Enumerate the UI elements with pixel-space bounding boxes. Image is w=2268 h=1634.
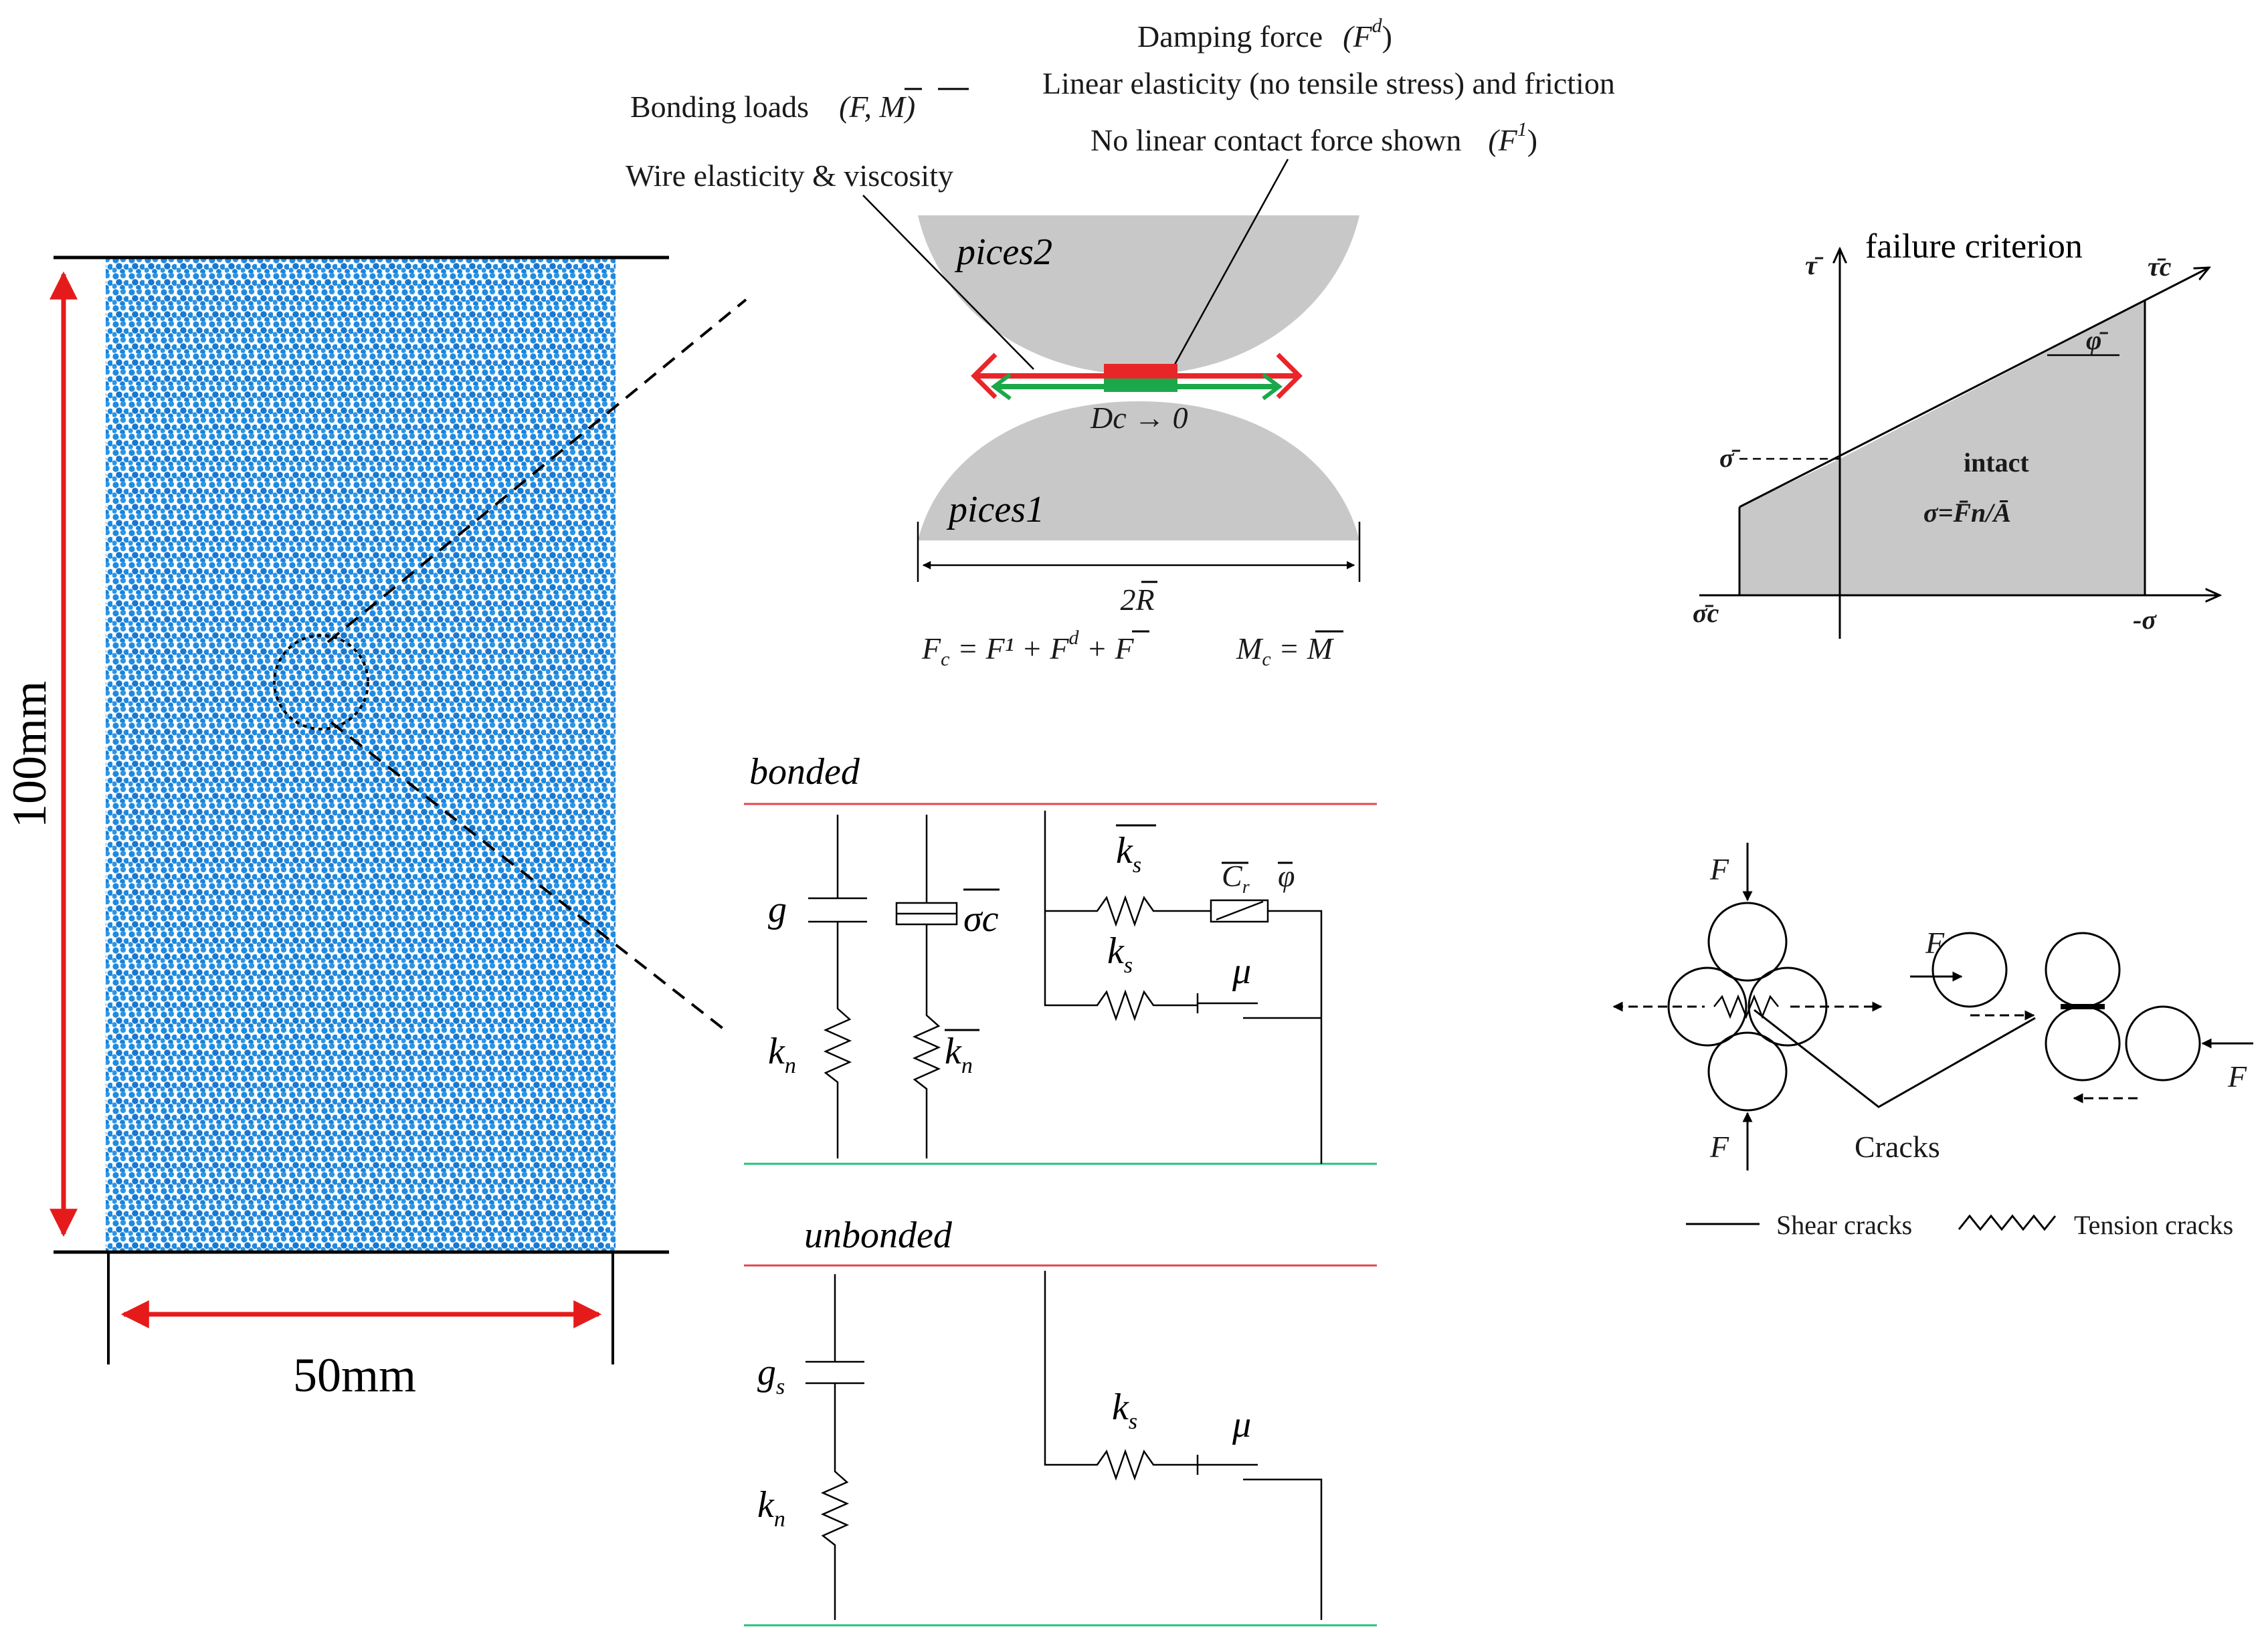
wire-label: Wire elasticity & viscosity: [626, 159, 953, 193]
unbonded-g-branch: [806, 1274, 864, 1620]
unbonded-gs-label: gs: [757, 1352, 785, 1399]
tau-c-label: τ̄c: [2148, 251, 2172, 282]
bond-arrow-left: [971, 352, 998, 399]
tension-particle-bottom: [1707, 1031, 1788, 1112]
cracks-panel: F F F F Cracks Shear cracks Tension crac…: [1612, 843, 2253, 1240]
zoom-line-lower: [330, 721, 731, 1035]
shear-particle-1: [1931, 932, 2008, 1008]
shear-arrow-left: [991, 373, 1012, 401]
shear-legend-label: Shear cracks: [1776, 1210, 1912, 1240]
width-label: 50mm: [293, 1348, 416, 1402]
shear-particle-4: [2125, 1005, 2201, 1082]
unbonded-mu-label: μ: [1232, 1404, 1251, 1445]
piece-bottom: [918, 401, 1359, 540]
height-label: 100mm: [3, 681, 56, 828]
specimen-particles: [106, 258, 616, 1251]
shear-arrow-right: [1262, 373, 1283, 401]
contact-linear-block: [1104, 379, 1177, 392]
force-label-top: F: [1709, 852, 1729, 886]
piece-bottom-label: pices1: [946, 489, 1044, 530]
unbonded-panel: unbonded gs kn ks μ: [744, 1215, 1377, 1627]
zoom-line-upper: [326, 298, 747, 643]
bonded-g-branch: [808, 815, 867, 1158]
specimen-panel: 100mm 50mm: [3, 256, 747, 1402]
zoom-circle: [273, 634, 369, 730]
tau-axis-label: τ̄: [1805, 250, 1824, 280]
failure-title: failure criterion: [1865, 227, 2083, 266]
no-linear-leader-line: [1171, 159, 1289, 370]
unbonded-shear-branch: [1044, 1271, 1323, 1620]
fc-equation: Fc = F¹ + Fd + F: [921, 627, 1135, 670]
dc-label: Dc → 0: [1090, 401, 1188, 435]
shear-particle-2: [2045, 932, 2121, 1008]
bonded-phi-label: φ: [1278, 859, 1295, 893]
sigma-c-label: σ̄c: [1693, 598, 1719, 628]
bonded-shear-frame: [1044, 811, 1258, 1021]
intact-formula: σ=F̄n/Ā: [1923, 498, 2011, 528]
intact-region: [1739, 301, 2145, 595]
bonding-loads-label: Bonding loads(F, M): [630, 90, 915, 124]
force-label-left: F: [1925, 926, 1945, 960]
bonded-kn-bar-label: kn: [945, 1031, 973, 1078]
wire-leader-line: [862, 195, 1034, 370]
bonded-g-label: g: [768, 889, 787, 930]
tension-legend-label: Tension cracks: [2074, 1210, 2233, 1240]
contact-bond-block: [1104, 364, 1177, 379]
bonded-cr-label: Cr: [1222, 859, 1250, 898]
envelope-line: [1739, 268, 2209, 508]
damping-force-label: Damping force(Fd): [1137, 15, 1392, 54]
sigma-bar-label: σ̄: [1719, 443, 1741, 473]
unbonded-title: unbonded: [804, 1215, 953, 1256]
tension-particle-top: [1707, 902, 1788, 982]
cracks-leader: [1754, 1009, 2036, 1108]
bonded-ks-label: ks: [1107, 930, 1133, 978]
tension-legend-zigzag: [1958, 1214, 2057, 1231]
no-linear-label: No linear contact force shown(F1): [1091, 118, 1537, 157]
bonded-kn-label: kn: [768, 1031, 796, 1078]
unbonded-kn-label: kn: [757, 1484, 785, 1532]
bonded-mu-label: μ: [1232, 950, 1251, 992]
bonded-ks-bar-label: ks: [1116, 830, 1141, 878]
piece-top-label: pices2: [954, 231, 1052, 273]
tension-particle-right: [1747, 966, 1828, 1047]
bond-arrow-right: [1276, 352, 1303, 399]
bonded-sigma-c-label: σc: [963, 898, 999, 940]
piece-top: [918, 215, 1359, 375]
tension-crack-zigzag: [1713, 994, 1779, 1019]
contact-panel: Damping force(Fd) Linear elasticity (no …: [626, 15, 1615, 670]
diameter-label: 2R: [1120, 583, 1154, 617]
bonded-panel: bonded g kn σc kn ks Cr φ ks μ: [744, 751, 1377, 1165]
neg-sigma-label: -σ: [2133, 605, 2157, 635]
cracks-label: Cracks: [1855, 1130, 1940, 1164]
shear-particle-3: [2045, 1005, 2121, 1082]
linear-elasticity-label: Linear elasticity (no tensile stress) an…: [1042, 66, 1615, 100]
unbonded-ks-label: ks: [1112, 1387, 1137, 1434]
bonded-ks-bar-spring: [1045, 895, 1323, 1164]
mc-equation: Mc = M: [1236, 631, 1335, 670]
bonded-title: bonded: [749, 751, 860, 793]
failure-panel: failure criterion τ̄ τ̄c φ̄ σ̄ intact σ=…: [1693, 227, 2220, 639]
force-label-bottom: F: [1709, 1130, 1729, 1164]
intact-label: intact: [1964, 447, 2029, 478]
bonded-sigma-branch: [895, 815, 958, 1158]
force-label-right: F: [2227, 1059, 2247, 1094]
tension-particle-left: [1667, 966, 1747, 1047]
